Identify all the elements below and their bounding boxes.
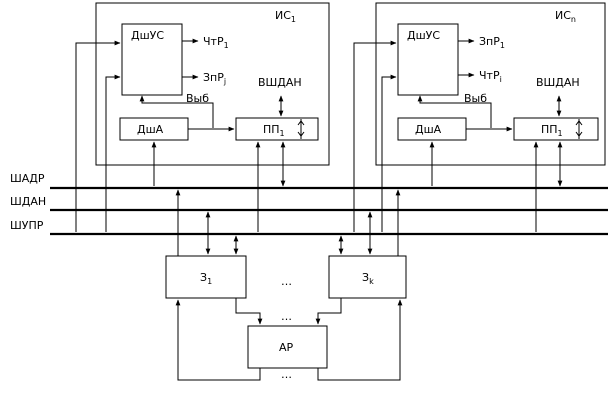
arbiter-input-ellipsis: …	[281, 310, 292, 323]
module-n-transceiver-label: ПП1	[541, 123, 563, 138]
module-n-select-label: Выб	[464, 92, 487, 105]
module-n-transceiver-box	[513, 117, 599, 141]
module-n-transceiver-marker	[575, 119, 583, 139]
module-1-decoder-box	[121, 23, 183, 96]
module-n-decoder-box	[397, 23, 459, 96]
control-bus-label: ШУПР	[10, 219, 44, 232]
module-1-frame	[95, 2, 330, 166]
module-n-output-top: ЗпР1	[479, 35, 505, 50]
requesters-ellipsis: …	[281, 275, 292, 288]
module-1-title: ИС1	[275, 9, 296, 24]
module-n-address-decoder-label: ДшА	[415, 123, 442, 136]
data-bus-label: ШДАН	[10, 195, 46, 208]
module-1-address-decoder-label: ДшА	[137, 123, 164, 136]
module-n-frame	[375, 2, 606, 166]
module-1-transceiver-marker	[297, 119, 305, 139]
module-1-decoder-label: ДшУС	[131, 29, 164, 42]
module-n-title: ИСn	[555, 9, 576, 24]
module-1-select-label: Выб	[186, 92, 209, 105]
module-n-internal-bus-label: ВШДАН	[536, 76, 580, 89]
module-1-internal-bus-label: ВШДАН	[258, 76, 302, 89]
requester-1-label: З1	[200, 271, 212, 286]
module-1-output-bottom: ЗпРj	[203, 71, 226, 86]
module-n-decoder-label: ДшУС	[407, 29, 440, 42]
module-1-output-top: ЧтР1	[203, 35, 229, 50]
address-bus-label: ШАДР	[10, 172, 45, 185]
requester-k-box	[328, 255, 407, 299]
requester-k-label: Зk	[362, 271, 374, 286]
arbiter-box	[247, 325, 328, 369]
arbiter-label: АР	[279, 341, 294, 354]
module-1-transceiver-label: ПП1	[263, 123, 285, 138]
arbiter-output-ellipsis: …	[281, 368, 292, 381]
module-1-transceiver-box	[235, 117, 319, 141]
module-n-output-bottom: ЧтРi	[479, 69, 502, 84]
requester-1-box	[165, 255, 247, 299]
